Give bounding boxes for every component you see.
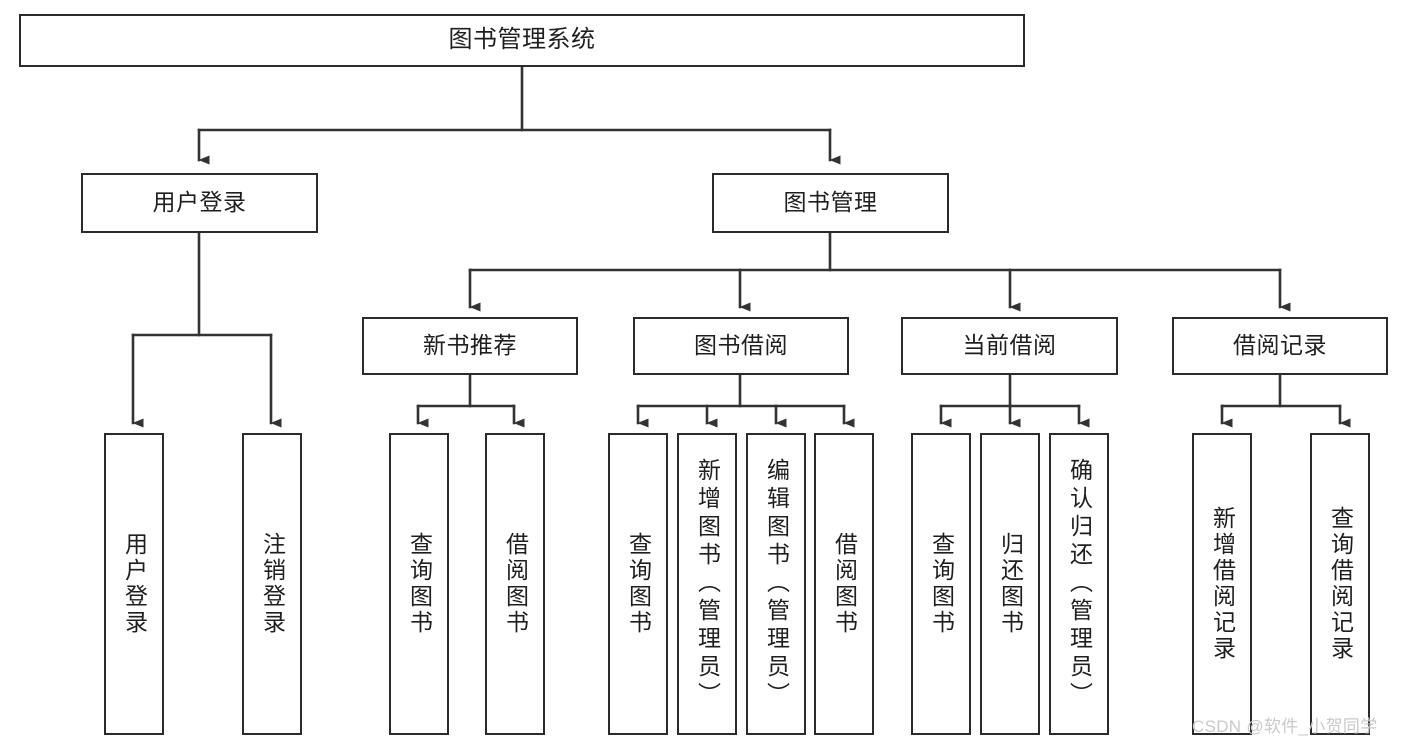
node-leaf-borrow-book-1[interactable]: 借阅图书 [485, 433, 545, 735]
node-current-borrow[interactable]: 当前借阅 [901, 317, 1118, 375]
node-user-login-label: 用户登录 [152, 189, 247, 216]
node-leaf-query-book-3-label: 查询图书 [928, 532, 955, 636]
node-leaf-edit-book-label: 编辑图书（管理员） [763, 458, 790, 710]
node-leaf-confirm-return-label: 确认归还（管理员） [1066, 458, 1093, 710]
node-leaf-add-book[interactable]: 新增图书（管理员） [677, 433, 737, 735]
node-leaf-edit-book[interactable]: 编辑图书（管理员） [746, 433, 806, 735]
node-current-borrow-label: 当前借阅 [962, 332, 1057, 359]
node-leaf-query-record-label: 查询借阅记录 [1327, 506, 1354, 662]
node-leaf-borrow-book-2-label: 借阅图书 [831, 532, 858, 636]
node-leaf-query-book-2-label: 查询图书 [625, 532, 652, 636]
node-borrow-record-label: 借阅记录 [1233, 332, 1327, 359]
node-leaf-query-book-1[interactable]: 查询图书 [389, 433, 449, 735]
node-leaf-query-record[interactable]: 查询借阅记录 [1310, 433, 1370, 735]
node-book-borrow-label: 图书借阅 [694, 332, 788, 359]
node-book-management-label: 图书管理 [783, 189, 878, 216]
node-root-label: 图书管理系统 [448, 26, 596, 54]
node-new-book-recommend-label: 新书推荐 [423, 332, 517, 359]
node-borrow-record[interactable]: 借阅记录 [1172, 317, 1388, 375]
node-leaf-add-record[interactable]: 新增借阅记录 [1192, 433, 1252, 735]
node-leaf-return-book-label: 归还图书 [997, 532, 1024, 636]
csdn-watermark: CSDN @软件_小贺同学 [1192, 717, 1378, 736]
node-leaf-logout-login[interactable]: 注销登录 [242, 433, 302, 735]
node-leaf-return-book[interactable]: 归还图书 [980, 433, 1040, 735]
node-user-login[interactable]: 用户登录 [81, 173, 318, 233]
node-leaf-query-book-3[interactable]: 查询图书 [911, 433, 971, 735]
node-leaf-logout-login-label: 注销登录 [259, 532, 286, 636]
node-leaf-confirm-return[interactable]: 确认归还（管理员） [1049, 433, 1109, 735]
node-leaf-query-book-1-label: 查询图书 [406, 532, 433, 636]
node-leaf-add-record-label: 新增借阅记录 [1209, 506, 1236, 662]
node-leaf-query-book-2[interactable]: 查询图书 [608, 433, 668, 735]
node-book-borrow[interactable]: 图书借阅 [633, 317, 849, 375]
node-leaf-borrow-book-1-label: 借阅图书 [502, 532, 529, 636]
node-root[interactable]: 图书管理系统 [19, 14, 1025, 67]
node-new-book-recommend[interactable]: 新书推荐 [362, 317, 578, 375]
node-leaf-add-book-label: 新增图书（管理员） [694, 458, 721, 710]
node-leaf-borrow-book-2[interactable]: 借阅图书 [814, 433, 874, 735]
node-book-management[interactable]: 图书管理 [712, 173, 949, 233]
node-leaf-user-login[interactable]: 用户登录 [104, 433, 164, 735]
node-leaf-user-login-label: 用户登录 [121, 532, 148, 636]
